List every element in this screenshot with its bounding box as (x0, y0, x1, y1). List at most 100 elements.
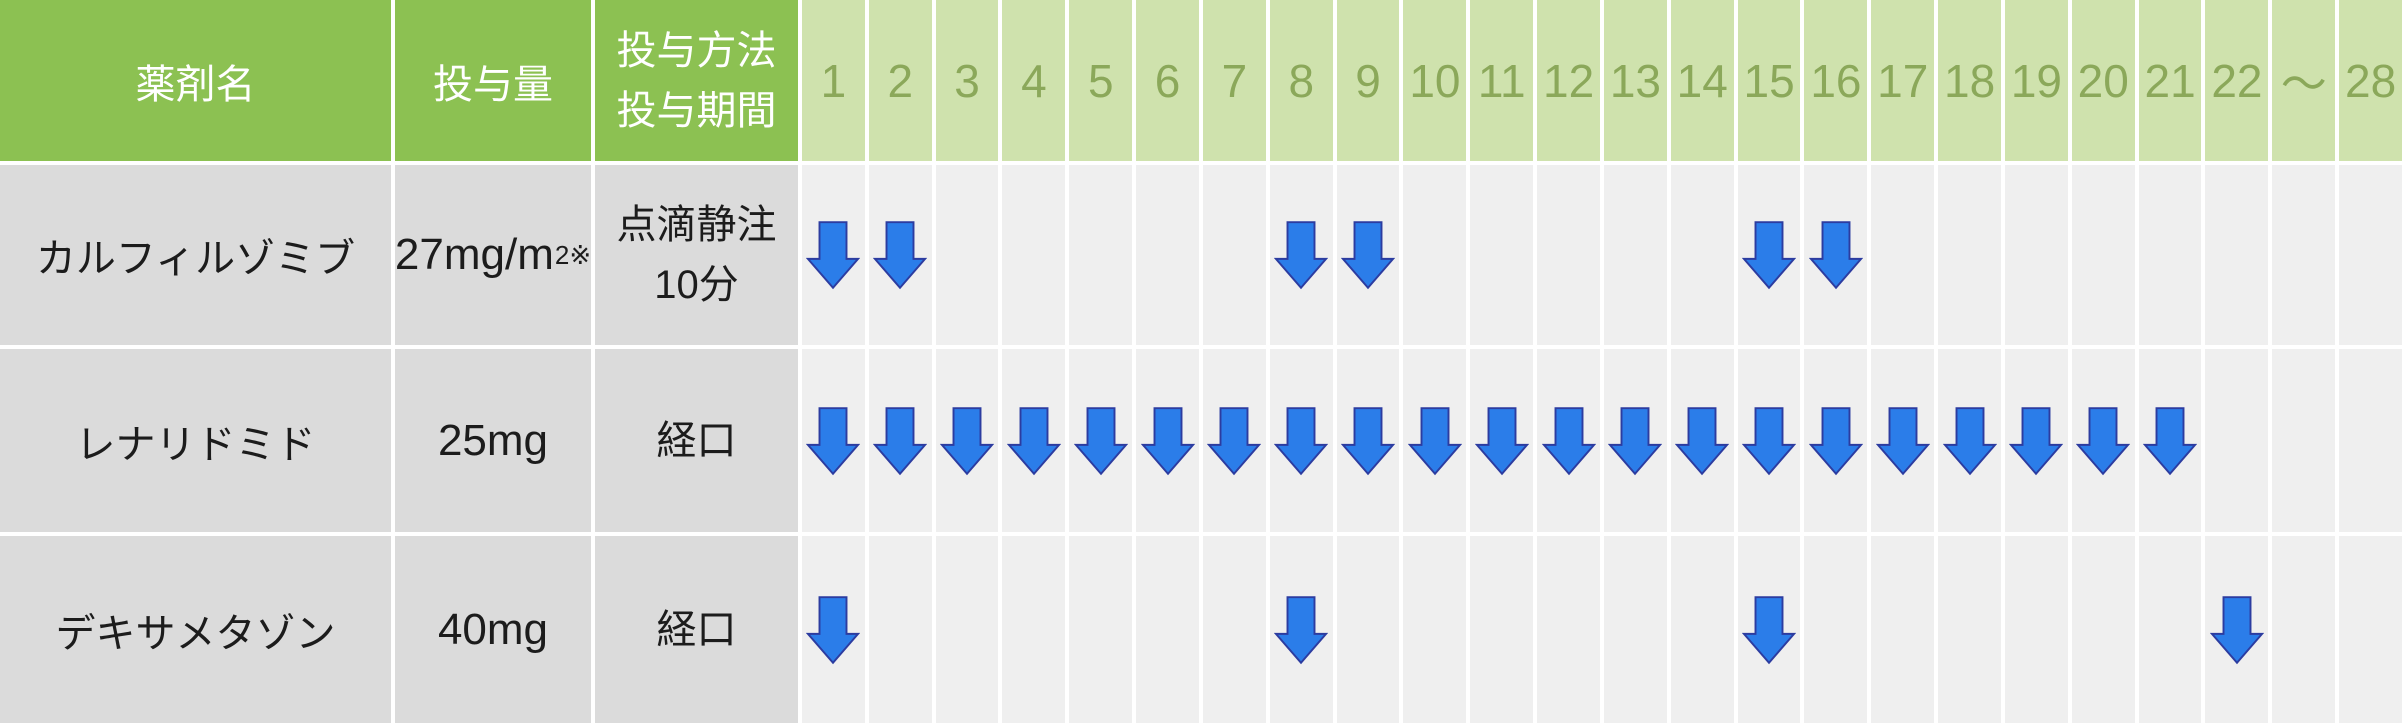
day-header-20: 20 (2071, 0, 2135, 161)
dose-arrow-icon (2209, 595, 2264, 664)
day-header-4: 4 (1002, 0, 1066, 161)
day-cell-row3-day19 (2004, 536, 2068, 723)
dose-arrow-icon (1675, 406, 1730, 475)
dose-arrow-icon (1207, 406, 1262, 475)
dose-arrow-icon (873, 406, 928, 475)
dose-arrow-icon (1875, 406, 1930, 475)
day-cell-row3-day9 (1336, 536, 1400, 723)
day-cell-row1-day21 (2138, 165, 2202, 345)
dose-arrow-icon (1341, 406, 1396, 475)
day-cell-row3-day11 (1470, 536, 1534, 723)
dose-value: 25mg (437, 415, 549, 465)
day-cell-row2-day19 (2004, 349, 2068, 532)
day-cell-row2-day15 (1737, 349, 1801, 532)
day-cell-row2-day17 (1871, 349, 1935, 532)
method-cell: 経口 (595, 536, 798, 723)
day-header-22: 22 (2205, 0, 2269, 161)
header-cell-drug-name: 薬剤名 (0, 0, 391, 161)
dose-arrow-icon (1274, 595, 1329, 664)
day-cell-row2-day28 (2339, 349, 2402, 532)
method-line: 点滴静注 (616, 203, 777, 247)
dose-arrow-icon (1608, 406, 1663, 475)
day-cell-row2-day21 (2138, 349, 2202, 532)
day-cell-row2-day6 (1136, 349, 1199, 532)
dose-arrow-icon (940, 406, 995, 475)
day-cell-row1-day5 (1069, 165, 1133, 345)
day-header-6: 6 (1136, 0, 1199, 161)
day-header-13: 13 (1603, 0, 1667, 161)
dose-arrow-icon (2143, 406, 2198, 475)
method-line: 10分 (654, 263, 739, 307)
day-cell-row2-day13 (1603, 349, 1667, 532)
day-cell-row3-day16 (1804, 536, 1868, 723)
dose-arrow-icon (806, 221, 861, 290)
day-cell-row2-day10 (1403, 349, 1467, 532)
day-cell-row2-day20 (2071, 349, 2135, 532)
day-cell-row2-day1 (802, 349, 865, 532)
day-cell-row3-day6 (1136, 536, 1199, 723)
day-cell-row3-day10 (1403, 536, 1467, 723)
day-cell-row1-day17 (1871, 165, 1935, 345)
day-cell-row1-day18 (1938, 165, 2001, 345)
drug-name-cell: デキサメタゾン (0, 536, 391, 723)
day-cell-row1-day7 (1202, 165, 1266, 345)
day-cell-row3-day～ (2272, 536, 2336, 723)
day-header-10: 10 (1403, 0, 1467, 161)
dose-arrow-icon (1808, 221, 1863, 290)
day-cell-row2-day11 (1470, 349, 1534, 532)
day-cell-row3-day4 (1002, 536, 1066, 723)
day-cell-row1-day14 (1670, 165, 1734, 345)
day-cell-row2-day7 (1202, 349, 1266, 532)
day-cell-row3-day13 (1603, 536, 1667, 723)
day-cell-row1-day10 (1403, 165, 1467, 345)
dose-cell: 25mg (395, 349, 591, 532)
dose-arrow-icon (1808, 406, 1863, 475)
dose-arrow-icon (1006, 406, 1061, 475)
day-header-9: 9 (1336, 0, 1400, 161)
dose-arrow-icon (1274, 221, 1329, 290)
dose-cell: 40mg (395, 536, 591, 723)
day-cell-row2-day5 (1069, 349, 1133, 532)
day-cell-row3-day3 (935, 536, 999, 723)
dose-arrow-icon (1541, 406, 1596, 475)
day-cell-row1-day11 (1470, 165, 1534, 345)
dose-arrow-icon (1742, 221, 1797, 290)
day-cell-row2-day8 (1269, 349, 1333, 532)
day-cell-row1-day9 (1336, 165, 1400, 345)
day-cell-row1-day16 (1804, 165, 1868, 345)
dose-arrow-icon (806, 595, 861, 664)
day-header-8: 8 (1269, 0, 1333, 161)
day-cell-row1-day13 (1603, 165, 1667, 345)
day-cell-row3-day28 (2339, 536, 2402, 723)
dose-arrow-icon (806, 406, 861, 475)
day-header-3: 3 (935, 0, 999, 161)
day-cell-row2-day3 (935, 349, 999, 532)
method-line: 経口 (656, 418, 737, 463)
day-cell-row3-day15 (1737, 536, 1801, 723)
drug-name-cell: カルフィルゾミブ (0, 165, 391, 345)
day-cell-row2-day2 (868, 349, 932, 532)
day-header-～: ～ (2272, 0, 2336, 161)
day-header-28: 28 (2339, 0, 2402, 161)
day-cell-row3-day1 (802, 536, 865, 723)
day-cell-row3-day14 (1670, 536, 1734, 723)
dose-arrow-icon (1742, 595, 1797, 664)
day-cell-row1-day1 (802, 165, 865, 345)
day-header-12: 12 (1537, 0, 1600, 161)
day-header-19: 19 (2004, 0, 2068, 161)
day-cell-row2-day12 (1537, 349, 1600, 532)
method-cell: 点滴静注 10分 (595, 165, 798, 345)
day-cell-row3-day20 (2071, 536, 2135, 723)
day-cell-row2-day14 (1670, 349, 1734, 532)
day-cell-row2-day4 (1002, 349, 1066, 532)
day-cell-row1-day3 (935, 165, 999, 345)
header-cell-dose: 投与量 (395, 0, 591, 161)
day-header-18: 18 (1938, 0, 2001, 161)
header-cell-method-period: 投与方法 投与期間 (595, 0, 798, 161)
dose-arrow-icon (1341, 221, 1396, 290)
day-cell-row2-day22 (2205, 349, 2269, 532)
day-cell-row2-day9 (1336, 349, 1400, 532)
day-header-21: 21 (2138, 0, 2202, 161)
